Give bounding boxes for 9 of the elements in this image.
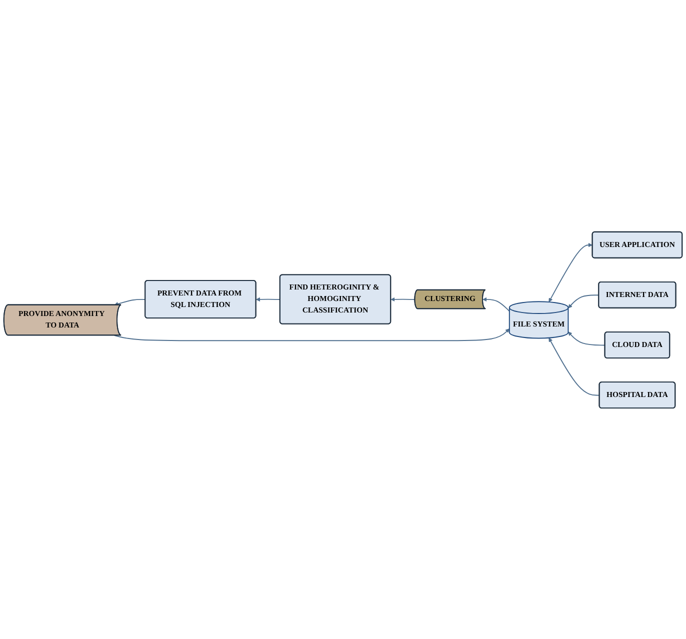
- arrow: [568, 294, 600, 308]
- arrow: [482, 296, 510, 312]
- arrow: [568, 331, 606, 346]
- arrow: [256, 296, 281, 302]
- arrow: [114, 328, 510, 341]
- arrow: [548, 337, 600, 396]
- arrow: [114, 298, 146, 306]
- arrow: [390, 296, 416, 302]
- arrow: [548, 242, 593, 302]
